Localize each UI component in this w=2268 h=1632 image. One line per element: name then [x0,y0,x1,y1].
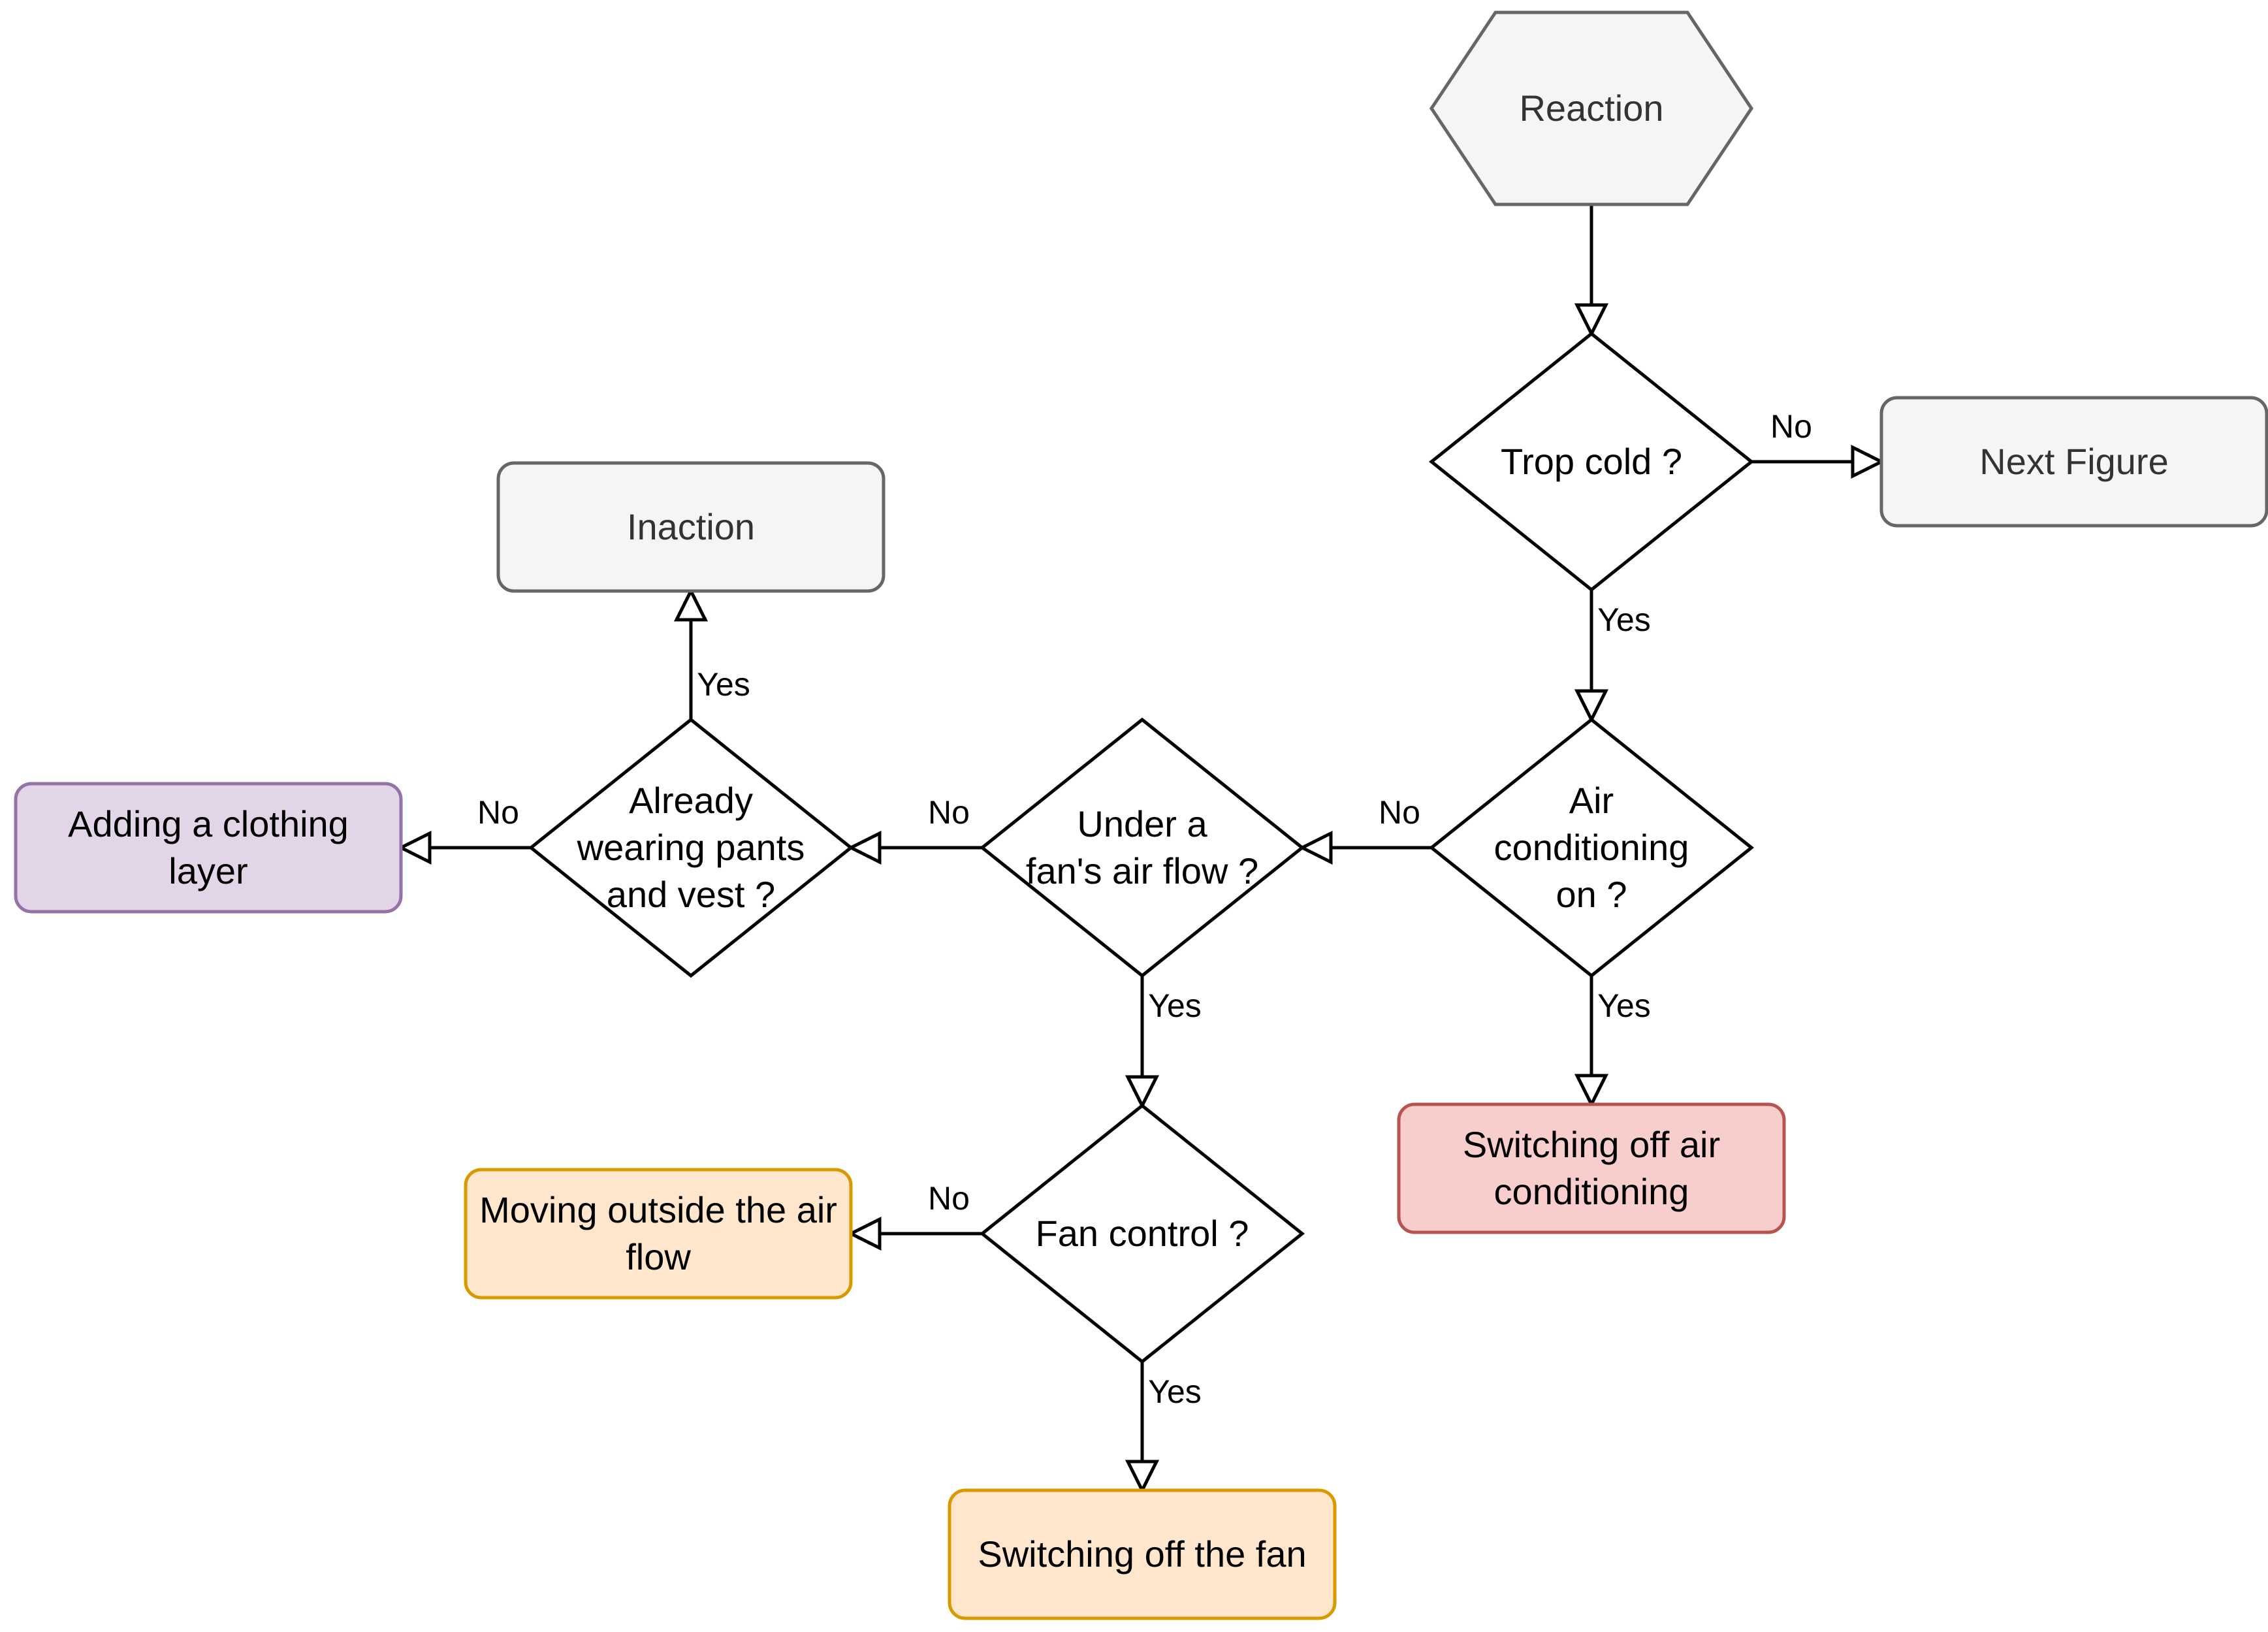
node-label-line: Switching off air [1463,1124,1720,1165]
node-adding-layer: Adding a clothing layer [14,782,403,914]
decision-diamond [1428,717,1755,978]
node-label-line: Fan control ? [1036,1213,1249,1254]
node-moving-outside: Moving outside the air flow [464,1168,853,1300]
node-label-line: fan's air flow ? [1026,850,1258,891]
node-label-line: conditioning [1494,1171,1689,1212]
node-trop-cold: Trop cold ? [1428,331,1755,592]
node-label-line: Switching off the fan [978,1533,1306,1575]
arrowhead-icon [1574,303,1609,338]
edge-under-fan-to-fan-control [1125,976,1160,1110]
edge-label-yes: Yes [1148,987,1202,1024]
node-under-fan: Under a fan's air flow ? [979,717,1305,978]
node-label-line: conditioning [1494,827,1689,868]
edge-trop-cold-to-next-figure [1751,444,1885,479]
edge-label-yes: Yes [1597,987,1651,1024]
edges-layer [397,204,1885,1494]
start-hexagon [1429,10,1754,206]
arrowhead-icon [1574,689,1609,724]
process-box [14,782,403,914]
node-switch-off-fan: Switching off the fan [948,1488,1337,1620]
arrowhead-icon [1574,1074,1609,1108]
edge-fan-control-to-switch-off-fan [1125,1362,1160,1494]
node-label-line: Inaction [627,506,755,547]
node-label-line: Already [629,780,753,821]
node-label-line: Trop cold ? [1501,441,1682,482]
edge-trop-cold-to-air-cond-on [1574,590,1609,724]
node-label-line: wearing pants [577,827,805,868]
edge-already-wearing-to-inaction [673,587,709,720]
edge-under-fan-to-already-wearing [847,830,982,865]
node-label-line: Moving outside the air [479,1189,837,1230]
arrowhead-icon [847,1216,882,1251]
node-reaction: Reaction [1429,10,1754,206]
node-fan-control: Fan control ? [979,1103,1305,1364]
node-label-line: Adding a clothing [68,803,349,844]
arrowhead-icon [1125,1075,1160,1110]
node-label-line: Air [1569,780,1614,821]
edge-label-no: No [928,794,970,831]
edge-label-no: No [928,1180,970,1217]
edge-label-yes: Yes [697,666,750,703]
decision-diamond [979,717,1305,978]
arrowhead-icon [673,587,709,622]
edge-reaction-to-trop-cold [1574,204,1609,338]
decision-diamond [528,717,854,978]
edge-air-cond-on-to-switch-off-ac [1574,976,1609,1108]
arrowhead-icon [847,830,882,865]
edge-label-yes: Yes [1597,601,1651,638]
node-next-figure: Next Figure [1879,396,2268,528]
process-box [464,1168,853,1300]
process-box [1397,1102,1786,1234]
node-switch-off-ac: Switching off air conditioning [1397,1102,1786,1234]
edge-already-wearing-to-adding-layer [397,830,531,865]
process-box [496,461,886,593]
process-box [948,1488,1337,1620]
arrowhead-icon [1851,444,1885,479]
node-label-line: Reaction [1519,88,1663,129]
node-label-line: Under a [1077,803,1207,844]
edge-label-no: No [1379,794,1420,831]
node-air-cond-on: Air conditioning on ? [1428,717,1755,978]
edge-fan-control-to-moving-outside [847,1216,982,1251]
arrowhead-icon [1125,1460,1160,1494]
node-label-line: layer [168,850,248,891]
arrowhead-icon [397,830,432,865]
edge-label-no: No [477,794,519,831]
node-already-wearing: Already wearing pants and vest ? [528,717,854,978]
edge-label-yes: Yes [1148,1373,1202,1410]
node-inaction: Inaction [496,461,886,593]
node-label-line: on ? [1556,874,1627,915]
process-box [1879,396,2268,528]
edge-label-no: No [1770,408,1812,445]
decision-diamond [1428,331,1755,592]
node-label-line: Next Figure [1979,441,2168,482]
arrowhead-icon [1298,830,1333,865]
edge-air-cond-on-to-under-fan [1298,830,1431,865]
decision-diamond [979,1103,1305,1364]
node-label-line: flow [626,1236,691,1277]
node-label-line: and vest ? [607,874,775,915]
